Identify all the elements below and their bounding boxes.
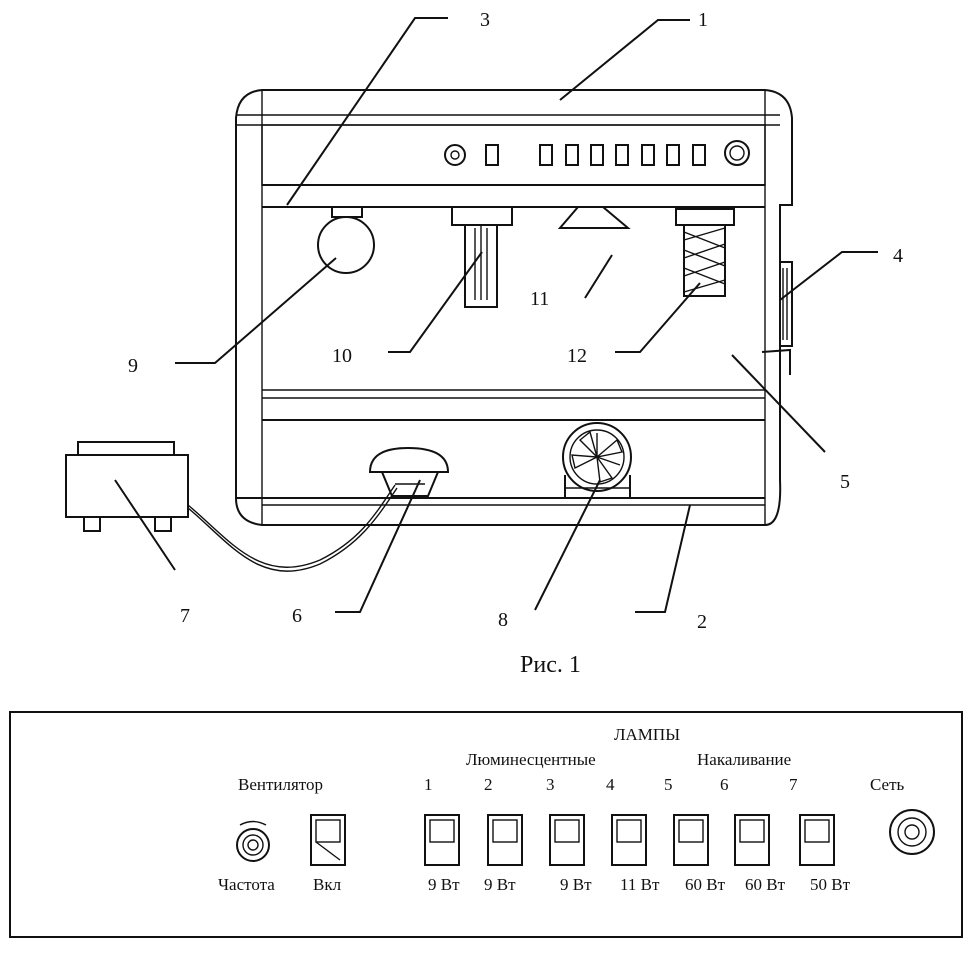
callout-1: 1: [698, 9, 708, 31]
frequency-knob[interactable]: [236, 820, 270, 862]
callout-11: 11: [530, 288, 549, 310]
lamp-number-1: 1: [424, 775, 433, 794]
lamp-power-6: 60 Вт: [745, 875, 786, 894]
mini-lamp-switch-5: [641, 144, 655, 166]
lamp-power-7: 50 Вт: [810, 875, 851, 894]
lamp-number-3: 3: [546, 775, 555, 794]
mini-mains-icon: [724, 140, 750, 166]
figure-caption: Рис. 1: [520, 652, 581, 678]
mini-panel-controls: [444, 140, 750, 166]
mini-lamp-switch-7: [692, 144, 706, 166]
control-panel: ЛАМПЫ Люминесцентные Накаливание Вентиля…: [9, 711, 963, 938]
u-fluorescent-lamp-icon: [451, 206, 513, 308]
mini-knob-icon: [444, 144, 466, 166]
light-sensor-icon: [368, 446, 450, 497]
callout-12: 12: [567, 345, 587, 367]
frequency-label: Частота: [218, 875, 275, 894]
power-supply-icon: [65, 441, 398, 572]
lamp-switch-3[interactable]: [549, 814, 585, 866]
fan-label: Вентилятор: [238, 775, 323, 794]
lamp-power-1: 9 Вт: [428, 875, 460, 894]
mini-lamp-switch-2: [565, 144, 579, 166]
cabinet: [235, 89, 793, 526]
callout-9: 9: [128, 355, 138, 377]
callout-10: 10: [332, 345, 352, 367]
power-button-icon: [889, 809, 935, 855]
callout-3: 3: [480, 9, 490, 31]
callout-8: 8: [498, 609, 508, 631]
incandescent-label: Накаливание: [697, 750, 791, 769]
round-bulb-icon: [317, 206, 375, 274]
fan-icon: [562, 422, 632, 498]
on-label: Вкл: [313, 875, 342, 894]
mini-lamp-switch-6: [666, 144, 680, 166]
callout-2: 2: [697, 611, 707, 633]
lamp-switch-4[interactable]: [611, 814, 647, 866]
lamp-power-5: 60 Вт: [685, 875, 726, 894]
lamp-number-7: 7: [789, 775, 798, 794]
callout-labels: 1 2 3 4 5 6 7 8 9 10 11 12: [128, 9, 903, 633]
knob-icon: [236, 828, 270, 862]
lamp-switch-6[interactable]: [734, 814, 770, 866]
lamp-number-6: 6: [720, 775, 729, 794]
leader-lines: [114, 17, 878, 613]
lamp-switch-2[interactable]: [487, 814, 523, 866]
callout-7: 7: [180, 605, 190, 627]
callout-6: 6: [292, 605, 302, 627]
lamps-title: ЛАМПЫ: [614, 725, 680, 744]
callout-5: 5: [840, 471, 850, 493]
fluorescent-label: Люминесцентные: [466, 750, 596, 769]
fan-on-switch[interactable]: [310, 814, 346, 866]
mains-button[interactable]: [889, 809, 935, 855]
lamp-switch-5[interactable]: [673, 814, 709, 866]
reflector-lamp-icon: [557, 206, 631, 229]
mini-fan-switch: [485, 144, 499, 166]
lamp-switch-7[interactable]: [799, 814, 835, 866]
side-door-icon: [761, 261, 793, 375]
lamp-number-4: 4: [606, 775, 615, 794]
lamp-number-2: 2: [484, 775, 493, 794]
lamp-power-3: 9 Вт: [560, 875, 592, 894]
spiral-lamp-icon: [675, 208, 735, 297]
mains-label: Сеть: [870, 775, 905, 794]
lamp-power-4: 11 Вт: [620, 875, 660, 894]
lamp-power-2: 9 Вт: [484, 875, 516, 894]
mini-lamp-switch-1: [539, 144, 553, 166]
callout-4: 4: [893, 245, 903, 267]
mini-lamp-switch-3: [590, 144, 604, 166]
mini-lamp-switch-4: [615, 144, 629, 166]
lamp-switch-1[interactable]: [424, 814, 460, 866]
lamp-number-5: 5: [664, 775, 673, 794]
